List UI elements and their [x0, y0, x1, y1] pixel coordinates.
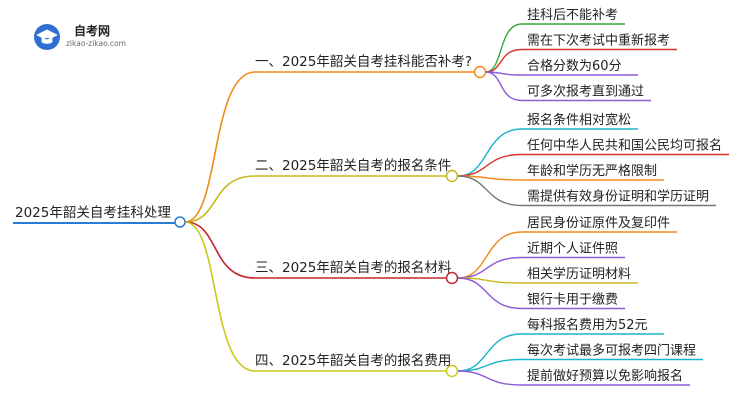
- leaf-node[interactable]: 居民身份证原件及复印件: [522, 215, 677, 233]
- leaf-label: 可多次报考直到通过: [527, 84, 644, 100]
- site-logo[interactable]: 自考网 zikao-zikao.com: [34, 23, 126, 50]
- leaf-label: 居民身份证原件及复印件: [527, 215, 670, 231]
- root-collapse-toggle[interactable]: [174, 216, 186, 228]
- branch-label: 二、2025年韶关自考的报名条件: [255, 157, 451, 174]
- branch-node[interactable]: 三、2025年韶关自考的报名材料: [255, 260, 459, 285]
- leaf-node[interactable]: 每科报名费用为52元: [522, 317, 664, 335]
- leaf-label: 银行卡用于缴费: [527, 293, 618, 308]
- leaf-connector: [457, 277, 523, 310]
- leaf-label: 相关学历证明材料: [527, 266, 631, 282]
- leaf-label: 近期个人证件照: [527, 242, 618, 257]
- branch-node[interactable]: 二、2025年韶关自考的报名条件: [255, 157, 459, 183]
- leaf-node[interactable]: 合格分数为60分: [522, 58, 638, 76]
- branch-label: 一、2025年韶关自考挂科能否补考?: [255, 54, 472, 70]
- leaf-connector: [457, 370, 523, 386]
- logo-url: zikao-zikao.com: [66, 39, 126, 48]
- branch-connector: [184, 221, 256, 279]
- leaf-label: 年龄和学历无严格限制: [527, 163, 657, 179]
- leaf-connector: [485, 23, 523, 73]
- leaf-node[interactable]: 可多次报考直到通过: [522, 84, 651, 102]
- graduation-cap-icon-shape: [36, 29, 58, 44]
- leaf-node[interactable]: 任何中华人民共和国公民均可报名: [522, 138, 729, 156]
- leaf-connector: [457, 358, 523, 372]
- leaf-connector: [457, 256, 523, 279]
- leaf-node[interactable]: 近期个人证件照: [522, 242, 625, 259]
- leaf-node[interactable]: 年龄和学历无严格限制: [522, 163, 664, 181]
- leaf-connector: [457, 128, 523, 177]
- leaf-label: 每次考试最多可报考四门课程: [527, 343, 696, 359]
- leaf-label: 提前做好预算以免影响报名: [527, 368, 683, 384]
- leaf-label: 报名条件相对宽松: [527, 112, 631, 128]
- leaf-connector: [485, 71, 523, 102]
- leaf-connector: [457, 231, 523, 279]
- leaf-node[interactable]: 需提供有效身份证明和学历证明: [522, 189, 716, 207]
- branch-collapse-toggle[interactable]: [445, 364, 459, 378]
- leaf-connector: [485, 48, 523, 73]
- leaf-connector: [457, 175, 523, 207]
- branch-layer: 一、2025年韶关自考挂科能否补考? 挂科后不能补考需在下次考试中重新报考合格分数…: [255, 8, 729, 386]
- leaf-connector: [457, 153, 523, 177]
- leaf-label: 合格分数为60分: [527, 58, 622, 74]
- branch-node[interactable]: 四、2025年韶关自考的报名费用: [255, 353, 459, 378]
- connector-lines: [184, 23, 523, 386]
- branch-connector: [184, 71, 256, 223]
- branch-node[interactable]: 一、2025年韶关自考挂科能否补考?: [255, 54, 487, 79]
- leaf-label: 需在下次考试中重新报考: [527, 33, 670, 49]
- branch-connector: [184, 221, 256, 372]
- leaf-node[interactable]: 挂科后不能补考: [522, 8, 625, 25]
- leaf-node[interactable]: 需在下次考试中重新报考: [522, 33, 677, 51]
- leaf-node[interactable]: 相关学历证明材料: [522, 266, 638, 284]
- leaf-label: 挂科后不能补考: [527, 8, 618, 23]
- branch-label: 三、2025年韶关自考的报名材料: [255, 260, 452, 276]
- leaf-label: 需提供有效身份证明和学历证明: [527, 189, 709, 205]
- branch-label: 四、2025年韶关自考的报名费用: [255, 353, 451, 369]
- branch-connector: [184, 175, 256, 223]
- root-label: 2025年韶关自考挂科处理: [15, 205, 171, 221]
- leaf-connector: [457, 333, 523, 372]
- root-node[interactable]: 2025年韶关自考挂科处理: [13, 205, 186, 228]
- logo-title: 自考网: [74, 23, 110, 38]
- leaf-node[interactable]: 报名条件相对宽松: [522, 112, 638, 130]
- branch-collapse-toggle[interactable]: [445, 169, 459, 183]
- leaf-label: 任何中华人民共和国公民均可报名: [527, 138, 722, 154]
- leaf-node[interactable]: 提前做好预算以免影响报名: [522, 368, 690, 386]
- branch-collapse-toggle[interactable]: [473, 65, 487, 79]
- leaf-node[interactable]: 每次考试最多可报考四门课程: [522, 343, 703, 361]
- branch-collapse-toggle[interactable]: [445, 271, 459, 285]
- leaf-node[interactable]: 银行卡用于缴费: [522, 293, 625, 310]
- leaf-label: 每科报名费用为52元: [527, 317, 648, 333]
